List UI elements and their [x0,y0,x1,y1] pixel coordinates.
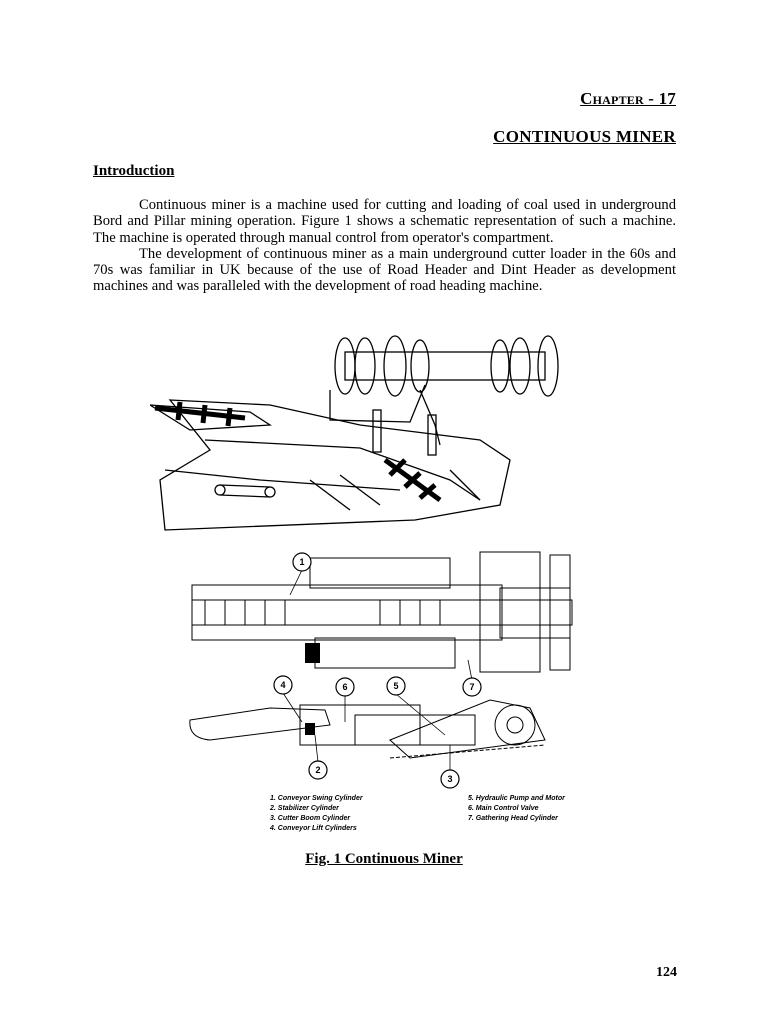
legend-item-1: 1. Conveyor Swing Cylinder [270,795,364,802]
continuous-miner-figure: 1 2 3 4 [150,330,590,835]
svg-text:4: 4 [280,680,285,690]
continuous-miner-drawing: 1 2 3 4 [150,335,573,832]
legend-item-4: 4. Conveyor Lift Cylinders [269,825,357,832]
svg-text:7: 7 [469,682,474,692]
paragraph-1: Continuous miner is a machine used for c… [93,197,676,246]
figure-callouts: 1 2 3 4 [273,552,482,789]
miner-side-elevation [189,699,546,759]
callout-5: 5 [386,676,446,736]
chapter-label: Chapter - 17 [580,89,676,108]
legend-item-3: 3. Cutter Boom Cylinder [270,815,351,822]
cylinder-mark [305,723,315,735]
miner-isometric-drawing [150,335,559,531]
paragraph-2: The development of continuous miner as a… [93,245,676,295]
svg-text:6: 6 [342,682,347,692]
callout-4: 4 [273,675,303,723]
callout-6: 6 [335,677,355,722]
callout-1: 1 [289,552,312,596]
callout-7: 7 [462,659,482,697]
callout-2: 2 [308,734,328,780]
body-text: Continuous miner is a machine used for c… [93,197,676,295]
svg-text:2: 2 [315,765,320,775]
legend-item-6: 6. Main Control Valve [468,805,539,812]
callout-3: 3 [440,745,460,789]
svg-text:3: 3 [447,774,452,784]
figure-legend: 1. Conveyor Swing Cylinder 2. Stabilizer… [269,795,566,832]
legend-item-5: 5. Hydraulic Pump and Motor [468,795,566,802]
legend-item-2: 2. Stabilizer Cylinder [269,805,340,812]
operator-seat-mark [305,643,320,663]
chapter-title: CONTINUOUS MINER [493,127,676,146]
miner-plan-view [191,551,573,673]
page-number: 124 [656,965,677,980]
legend-item-7: 7. Gathering Head Cylinder [468,815,559,822]
section-heading: Introduction [93,163,175,179]
svg-text:5: 5 [393,681,398,691]
conveyor-flight-bars [204,600,441,625]
figure-caption: Fig. 1 Continuous Miner [305,851,463,867]
svg-text:1: 1 [299,557,304,567]
gathering-arms-marks [154,401,442,503]
